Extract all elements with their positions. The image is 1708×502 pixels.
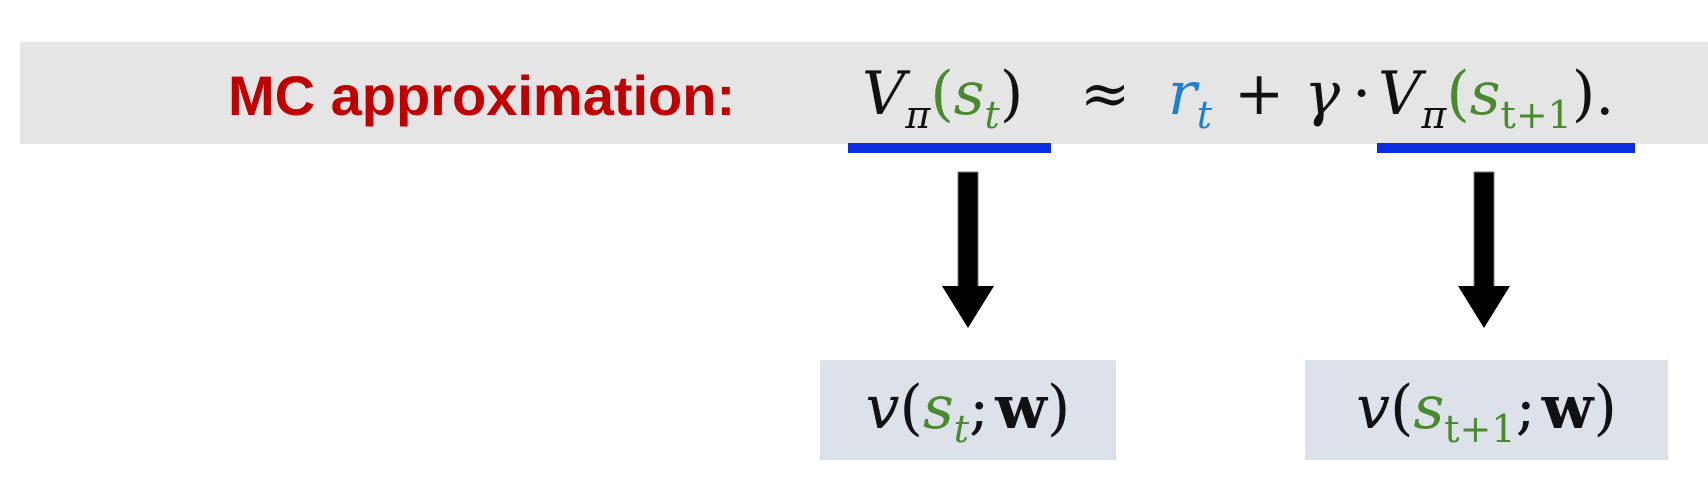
lhs-arg: s: [953, 59, 985, 129]
rhs-func-sub: π: [1421, 93, 1447, 137]
dot-symbol: ·: [1352, 59, 1372, 129]
value-network-box-right: v(st+1;w): [1305, 360, 1668, 460]
box-left-arg-sub: t: [953, 407, 970, 451]
lhs-value-term: Vπ(st): [862, 58, 1023, 137]
rhs-func: V: [1378, 59, 1422, 129]
down-arrow-right-icon: [1458, 171, 1510, 328]
box-right-weights: w: [1541, 373, 1594, 443]
box-right-arg: s: [1413, 373, 1445, 443]
box-right-close: ): [1593, 373, 1617, 443]
lhs-func-sub: π: [905, 93, 931, 137]
approx-symbol: ≈: [1080, 59, 1131, 129]
box-left-close: ): [1046, 373, 1071, 443]
rhs-value-term: Vπ(st+1).: [1378, 58, 1614, 137]
period-symbol: .: [1595, 59, 1615, 129]
down-arrow-left-icon: [942, 171, 994, 328]
gamma-symbol: γ: [1304, 59, 1341, 129]
box-left-weights: w: [995, 373, 1047, 443]
lhs-close-paren: ): [999, 59, 1024, 129]
box-left-arg: s: [922, 373, 954, 443]
lhs-arg-sub: t: [984, 93, 1000, 137]
rhs-arg: s: [1469, 59, 1501, 129]
rhs-arg-sub: t+1: [1500, 93, 1572, 137]
box-right-arg-sub: t+1: [1444, 407, 1516, 451]
equation-banner: [20, 42, 1708, 144]
box-right-open: (: [1390, 373, 1414, 443]
reward-symbol: r: [1168, 59, 1197, 129]
value-network-left-expr: v(st;w): [820, 372, 1116, 451]
box-right-sep: ;: [1515, 373, 1536, 443]
box-right-func: v: [1356, 373, 1391, 443]
reward-term: rt + γ·: [1168, 58, 1371, 137]
lhs-underline: [848, 143, 1051, 153]
box-left-sep: ;: [969, 373, 990, 443]
mc-approximation-label: MC approximation:: [228, 64, 736, 127]
box-left-open: (: [899, 373, 923, 443]
plus-symbol: +: [1233, 59, 1285, 129]
lhs-open-paren: (: [930, 59, 954, 129]
rhs-open-paren: (: [1446, 59, 1470, 129]
rhs-underline: [1377, 143, 1635, 153]
box-left-func: v: [865, 373, 900, 443]
value-network-box-left: v(st;w): [820, 360, 1116, 460]
rhs-close-paren: ): [1571, 59, 1596, 129]
reward-sub: t: [1196, 93, 1212, 137]
lhs-func: V: [862, 59, 906, 129]
value-network-right-expr: v(st+1;w): [1305, 372, 1668, 451]
